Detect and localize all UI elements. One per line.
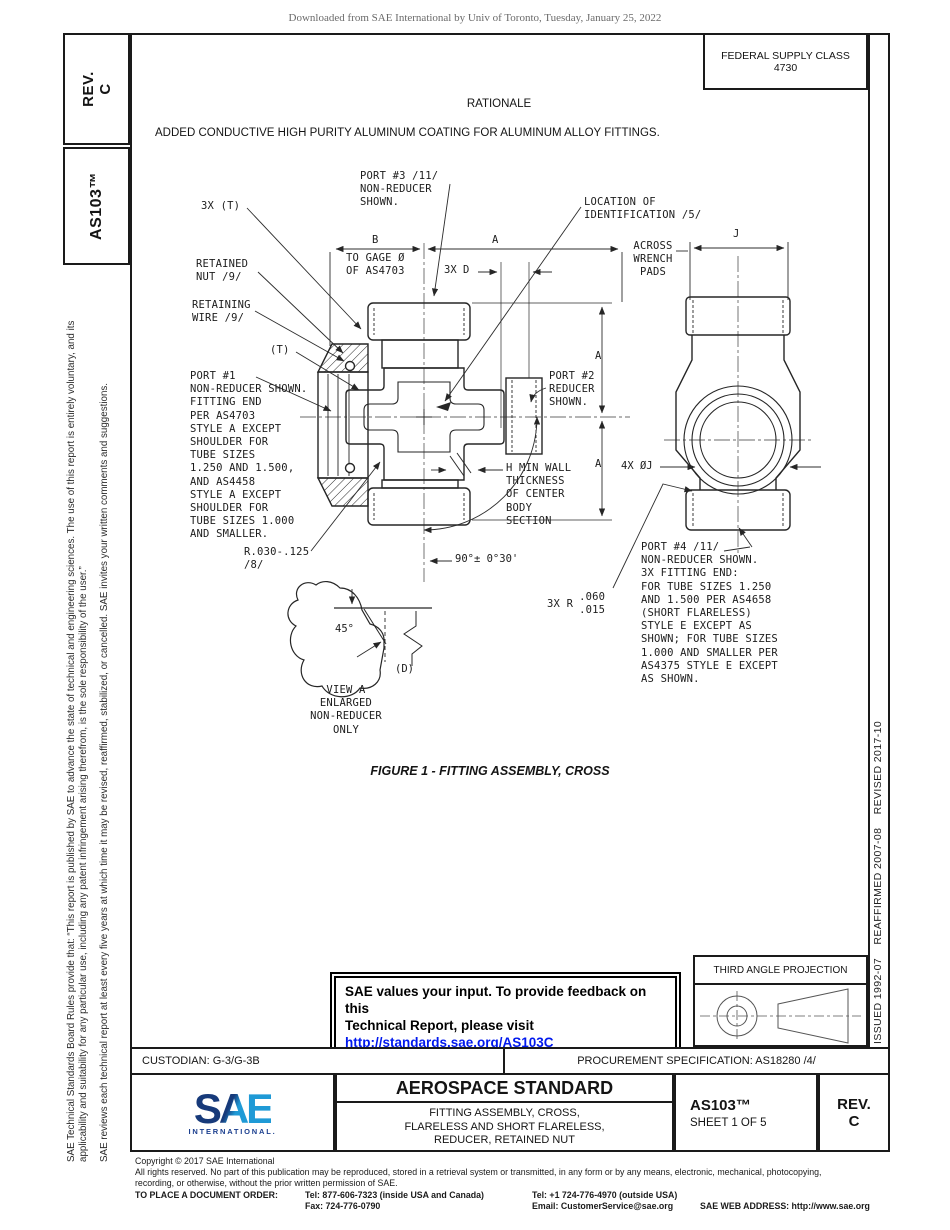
doc-number: AS103™ [690,1096,751,1114]
footer-rights-2: recording, or otherwise, without the pri… [135,1178,398,1188]
annotation-r030: R.030-.125 /8/ [244,546,310,572]
dim-45deg: 45° [335,623,354,635]
drawing-svg [246,183,821,698]
sae-logo: SAE [193,1085,274,1132]
disclaimer-text-2: SAE reviews each technical report at lea… [99,382,110,1162]
footer-web: SAE WEB ADDRESS: http://www.sae.org [700,1201,870,1211]
annotation-retained-nut: RETAINED NUT /9/ [196,258,249,284]
footer-order-label: TO PLACE A DOCUMENT ORDER: [135,1190,278,1200]
standard-type-heading: AEROSPACE STANDARD [337,1075,672,1103]
annotation-view-a: VIEW A ENLARGED NON-REDUCER ONLY [310,684,382,736]
federal-supply-class-box: FEDERAL SUPPLY CLASS 4730 [703,33,868,90]
sae-logo-cell: SAE INTERNATIONAL. [130,1073,335,1152]
third-angle-projection-symbol [700,988,861,1044]
annotation-port1: PORT #1 NON-REDUCER SHOWN. FITTING END P… [190,370,308,541]
feedback-line-1: SAE values your input. To provide feedba… [345,984,647,1016]
feedback-line-2: Technical Report, please visit [345,1018,534,1033]
dim-angle: 90°± 0°30' [455,553,519,565]
footer-tel-1: Tel: 877-606-7323 (inside USA and Canada… [305,1190,484,1200]
annotation-across-pads: ACROSS WRENCH PADS [633,240,673,279]
doc-number-box-label: AS103™ [87,172,105,240]
dim-4x-oj: 4X ØJ [621,460,653,472]
third-angle-projection-label: THIRD ANGLE PROJECTION [695,957,866,985]
federal-supply-class-code: 4730 [773,61,798,74]
standard-title-line-3: REDUCER, RETAINED NUT [434,1134,575,1146]
footer-rights-1: All rights reserved. No part of this pub… [135,1167,822,1177]
annotation-corner-radius: 3X R .060.015 [547,578,605,618]
right-column-divider [868,33,870,1047]
footer-tel-2: Tel: +1 724-776-4970 (outside USA) [532,1190,678,1200]
sheet-number: SHEET 1 OF 5 [690,1116,767,1129]
custodian-cell: CUSTODIAN: G-3/G-3B [130,1047,505,1075]
feedback-link[interactable]: http://standards.sae.org/AS103C [345,1035,554,1050]
annotation-h-min-wall: H MIN WALL THICKNESS OF CENTER BODY SECT… [506,462,572,527]
dim-a-right-1: A [595,350,602,362]
rev-box: REV. C [63,33,130,145]
dim-3x-d: 3X D [444,264,470,276]
annotation-retaining-wire: RETAINING WIRE /9/ [192,299,251,325]
third-angle-projection-box: THIRD ANGLE PROJECTION [693,955,868,1047]
doc-number-box: AS103™ [63,147,130,265]
rev-cell-label: REV. [837,1095,871,1113]
footer-fax: Fax: 724-776-0790 [305,1201,381,1211]
radius-min: .015 [579,604,606,617]
annotation-location-id: LOCATION OF IDENTIFICATION /5/ [584,196,702,222]
doc-number-cell: AS103™ SHEET 1 OF 5 [674,1073,818,1152]
rev-cell-value: C [848,1112,860,1130]
download-notice: Downloaded from SAE International by Uni… [288,12,662,24]
figure-caption: FIGURE 1 - FITTING ASSEMBLY, CROSS [370,764,610,778]
procurement-cell: PROCUREMENT SPECIFICATION: AS18280 /4/ [503,1047,890,1075]
annotation-3x-t: 3X (T) [201,200,241,212]
standard-title-cell: AEROSPACE STANDARD FITTING ASSEMBLY, CRO… [335,1073,674,1152]
standard-title-line-2: FLARELESS AND SHORT FLARELESS, [404,1120,605,1133]
dim-j: J [733,228,740,240]
footer-email: Email: CustomerService@sae.org [532,1201,674,1211]
sae-logo-subtext: INTERNATIONAL. [188,1127,277,1136]
radius-stack: .060.015 [579,591,605,617]
annotation-t: (T) [270,344,290,356]
dim-b: B [372,234,379,246]
rev-box-label: REV. C [79,71,114,107]
radius-max: .060 [579,591,606,604]
dim-a-right-2: A [595,458,602,470]
annotation-port2: PORT #2 REDUCER SHOWN. [549,370,595,409]
rationale-body: ADDED CONDUCTIVE HIGH PURITY ALUMINUM CO… [155,127,660,139]
disclaimer-text-1: SAE Technical Standards Board Rules prov… [66,320,90,1162]
revision-history: ISSUED 1992-07 REAFFIRMED 2007-08 REVISE… [872,720,884,1044]
dim-a-top: A [492,234,499,246]
rationale-title: RATIONALE [466,98,532,110]
dim-d-ref: (D) [395,663,414,675]
annotation-port3: PORT #3 /11/ NON-REDUCER SHOWN. [360,170,439,209]
standard-title-line-1: FITTING ASSEMBLY, CROSS, [429,1107,580,1119]
annotation-port4: PORT #4 /11/ NON-REDUCER SHOWN. 3X FITTI… [641,541,778,686]
radius-prefix: 3X R [547,597,574,610]
rev-cell: REV. C [818,1073,890,1152]
federal-supply-class-label: FEDERAL SUPPLY CLASS [721,49,850,62]
footer-copyright: Copyright © 2017 SAE International [135,1156,275,1166]
annotation-gage: TO GAGE Ø OF AS4703 [346,252,405,278]
